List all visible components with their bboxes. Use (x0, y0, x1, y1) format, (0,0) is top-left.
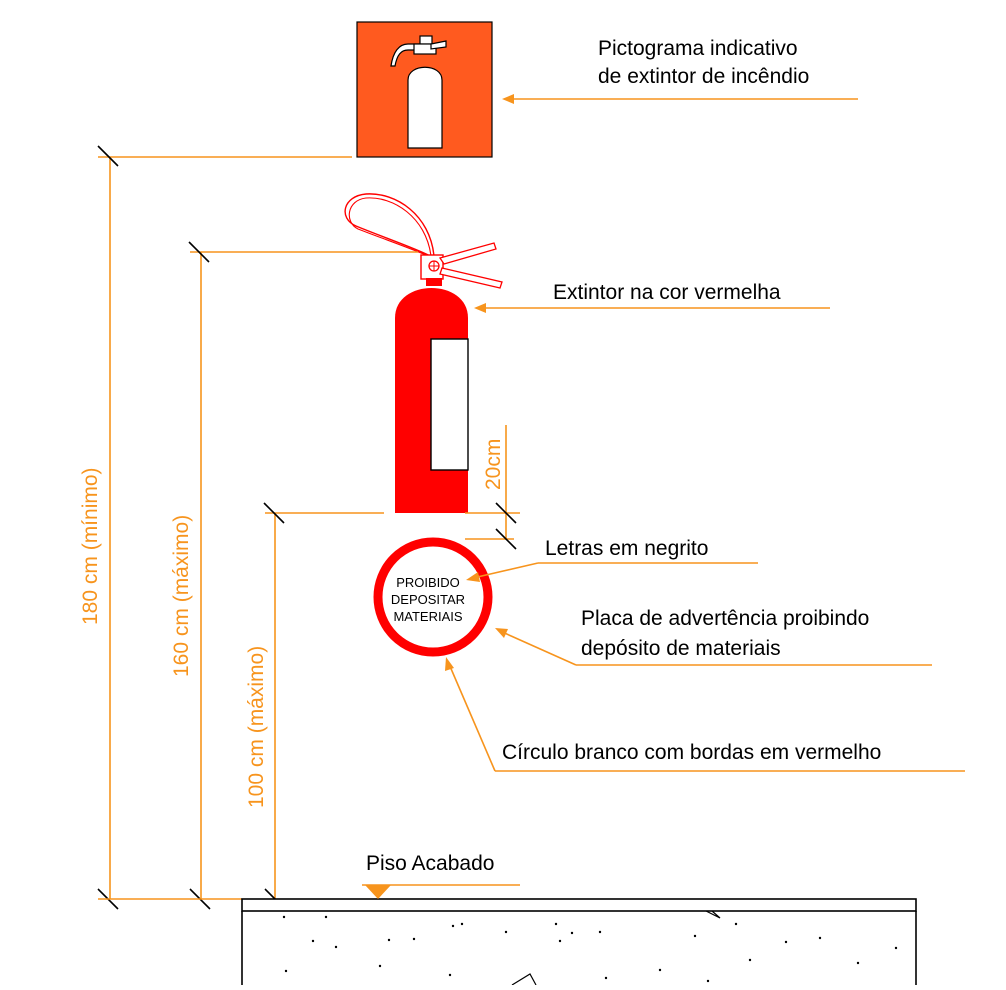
floor-marker-triangle-icon (365, 885, 391, 899)
dim-180-label: 180 cm (mínimo) (79, 467, 102, 625)
circle-leader (445, 657, 965, 772)
dim-160-label: 160 cm (máximo) (170, 515, 193, 677)
dim-20cm-label: 20cm (482, 439, 505, 490)
pictogram-leader (502, 94, 858, 104)
sign-text-line2: DEPOSITAR (391, 592, 465, 607)
fire-extinguisher-pictogram-icon (390, 35, 447, 149)
fire-extinguisher-icon (344, 193, 503, 513)
pictogram-label-line1: Pictograma indicativo (598, 37, 798, 60)
dim-100 (263, 502, 384, 910)
circle-label: Círculo branco com bordas em vermelho (502, 741, 881, 764)
pictogram-sign (356, 21, 493, 158)
sign-text-line3: MATERIAIS (393, 609, 462, 624)
concrete-texture (282, 915, 898, 983)
dim-160 (188, 241, 418, 910)
extinguisher-leader (474, 303, 830, 313)
sign-text-line1: PROIBIDO (396, 575, 460, 590)
floor-label: Piso Acabado (366, 852, 494, 875)
extinguisher-label: Extintor na cor vermelha (553, 281, 781, 304)
warning-plate-label-line2: depósito de materiais (581, 637, 781, 660)
bold-letters-leader (466, 562, 758, 582)
extinguisher-label-window (430, 338, 469, 471)
dim-180 (97, 145, 352, 910)
floor-slab (241, 898, 917, 986)
dim-100-label: 100 cm (máximo) (245, 646, 268, 808)
bold-letters-label: Letras em negrito (545, 537, 708, 560)
warning-plate-leader (495, 628, 932, 666)
warning-sign: PROIBIDO DEPOSITAR MATERIAIS (373, 537, 493, 657)
pictogram-label-line2: de extintor de incêndio (598, 65, 809, 88)
warning-sign-circle (373, 537, 493, 657)
dim-20cm-ticks (495, 502, 517, 550)
warning-plate-label-line1: Placa de advertência proibindo (581, 607, 869, 630)
